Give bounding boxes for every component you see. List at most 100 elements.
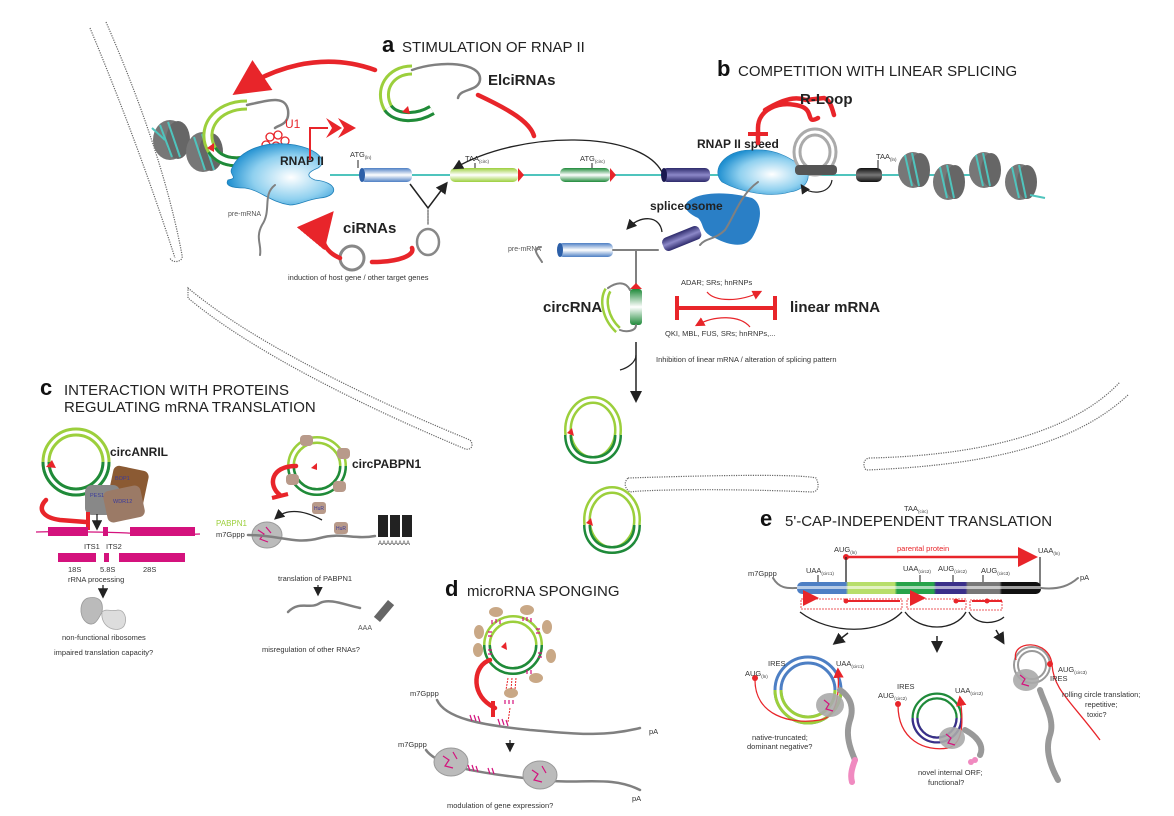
nonfunctional-ribosome-icon [80, 597, 126, 630]
pes1-label: PES1 [90, 493, 104, 499]
panel-a-letter: a [382, 32, 395, 57]
circrna-forming [601, 282, 642, 333]
circrna-label: circRNA [543, 299, 602, 316]
5-8s-label: 5.8S [100, 565, 115, 574]
cap-label-c: m7Gppp [216, 530, 245, 539]
impaired-translation-label: impaired translation capacity? [54, 648, 153, 657]
exon-1 [359, 168, 412, 182]
sponge-inhibition-arrow [474, 657, 498, 711]
translation-pabpn1-label: translation of PABPN1 [278, 574, 352, 583]
activation-arrow-icon [326, 118, 342, 138]
aaa-label: AAA [358, 625, 372, 632]
cirna-icon [338, 244, 366, 272]
panel-a: U1 RNAP II pre-mRNA ATG(ln) [151, 59, 1000, 282]
circanril-inhibition-arrow [39, 497, 89, 525]
parental-protein-label: parental protein [897, 544, 949, 553]
result3-line2: repetitive; [1085, 700, 1118, 709]
circanril-ring [41, 427, 111, 497]
ribosome-d-1 [433, 747, 469, 777]
taa-circ-label: TAA(circ) [465, 154, 490, 164]
linear-mrna-label: linear mRNA [790, 299, 880, 316]
pescadillo-complex: BOP1 PES1 WDR12 [85, 465, 149, 523]
panel-d-caption: modulation of gene expression? [447, 801, 553, 810]
panel-b-caption: Inhibition of linear mRNA / alteration o… [656, 355, 837, 364]
competition-inhibition-bar [675, 290, 777, 328]
atg-ln-label: ATG(ln) [350, 150, 372, 160]
result2-line2: functional? [928, 778, 964, 787]
uaa-circ1-label: UAA(circ1) [806, 566, 834, 576]
exon-2-circ [450, 168, 524, 182]
pa-label-d1: pA [649, 727, 658, 736]
taa-ln-label: TAA(ln) [876, 152, 897, 162]
panel-b-letter: b [717, 56, 730, 81]
pabpn1-degraded [373, 600, 395, 622]
circ-orf-1 [752, 655, 858, 785]
bop1-label: BOP1 [115, 476, 130, 482]
ires-label-2: IRES [897, 682, 915, 691]
aug-circ3-circle-label: AUG(circ3) [1058, 665, 1087, 675]
r-loop-ring [792, 127, 838, 195]
elcirnas-label: ElciRNAs [488, 72, 556, 89]
lariat-icon [415, 227, 441, 257]
circrna-sponge [473, 605, 556, 683]
polya-label-c: AAAAAAAA [378, 541, 410, 547]
circanril-label: circANRIL [110, 445, 168, 459]
circ-orf-2 [895, 692, 985, 765]
spliceosome-label: spliceosome [650, 199, 723, 213]
pre-mrna-label-b: pre-mRNA [508, 246, 541, 253]
its2-label: ITS2 [106, 542, 122, 551]
orf-boxes [800, 590, 1003, 611]
aug-ln-circle-label: AUG(ln) [745, 669, 768, 679]
misregulation-label: misregulation of other RNAs? [262, 645, 360, 654]
aug-ln-label: AUG(ln) [834, 545, 857, 555]
exon-4 [661, 168, 710, 182]
panel-a-caption: induction of host gene / other target ge… [288, 273, 429, 282]
cap-label-d1: m7Gppp [410, 689, 439, 698]
nucleosome-right-1 [898, 152, 930, 188]
panel-b: RNAP II speed R-Loop spliceosome TAA(ln)… [508, 91, 1046, 403]
result3-line1: rolling circle translation; [1062, 690, 1140, 699]
rnap-speed-label: RNAP II speed [697, 137, 779, 151]
circpabpn1-ring [286, 435, 350, 496]
panel-e-letter: e [760, 506, 772, 531]
result3-line3: toxic? [1087, 710, 1107, 719]
exon-navy-b [662, 226, 702, 251]
hur-label-1: HuR [314, 506, 324, 512]
aug-circ3-label: AUG(circ3) [981, 566, 1010, 576]
hur-protein-1 [312, 502, 326, 514]
taa-circ-top-label: TAA(circ) [904, 504, 929, 514]
nucleosome-right-3 [969, 152, 1001, 188]
rnap-ii-label: RNAP II [280, 154, 324, 168]
panel-d-title: microRNA SPONGING [467, 583, 620, 600]
result1-line1: native-truncated; [752, 733, 808, 742]
elcirna-to-rnap-arrow [232, 59, 378, 95]
panel-d-letter: d [445, 576, 458, 601]
pa-label-e: pA [1080, 573, 1089, 582]
nucleosome-left-1 [153, 120, 190, 160]
panel-c-letter: c [40, 375, 52, 400]
result2-line1: novel internal ORF; [918, 768, 983, 777]
ires-label-1: IRES [768, 659, 786, 668]
circpabpn1-inhibition-arrow [270, 463, 299, 498]
28s-label: 28S [143, 565, 156, 574]
ires-label-3: IRES [1050, 674, 1068, 683]
panel-e: TAA(circ) e 5'-CAP-INDEPENDENT TRANSLATI… [745, 504, 1140, 787]
exon-3-circ [560, 168, 616, 182]
ago-protein [504, 688, 518, 698]
panel-c-title-line1: INTERACTION WITH PROTEINS [64, 382, 289, 399]
factors-bottom-label: QKI, MBL, FUS, SRs; hnRNPs,... [665, 329, 775, 338]
uaa-circ1-circle-label: UAA(circ1) [836, 659, 864, 669]
pabpn1-proteins [378, 515, 412, 537]
atg-circ-label: ATG(circ) [580, 154, 605, 164]
its1-label: ITS1 [84, 542, 100, 551]
hur-label-2: HuR [336, 526, 346, 532]
circpabpn1-label: circPABPN1 [352, 457, 421, 471]
circrna-free-1 [564, 396, 622, 465]
pa-label-d2: pA [632, 794, 641, 803]
cirnas-label: ciRNAs [343, 220, 396, 237]
aug-circ2-circle-label: AUG(circ2) [878, 691, 907, 701]
mature-rrnas [58, 553, 185, 562]
elcirna-link [475, 92, 537, 139]
aug-circ2-label: AUG(circ2) [938, 564, 967, 574]
ribosome-d-2 [522, 760, 558, 790]
